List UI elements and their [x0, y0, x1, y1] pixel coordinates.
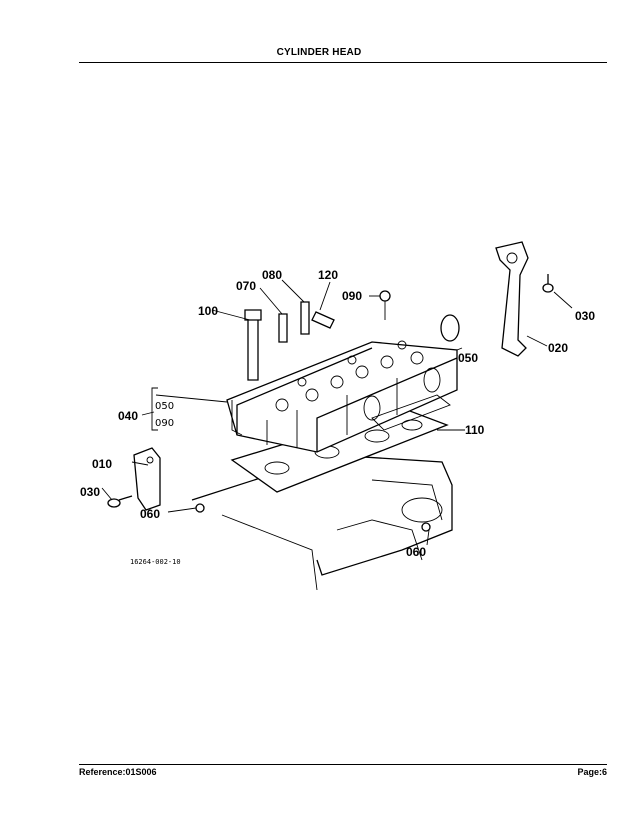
callout-030-left: 030 — [80, 485, 100, 499]
callout-060-right: 060 — [406, 545, 426, 559]
footer-rule — [79, 764, 607, 765]
callout-050: 050 — [458, 351, 478, 365]
bolt-right-drawing — [542, 274, 554, 293]
callout-060-left: 060 — [140, 507, 160, 521]
nut-right-drawing — [421, 522, 431, 532]
callout-040: 040 — [118, 409, 138, 423]
callout-070: 070 — [236, 279, 256, 293]
bracket-ref-090: 090 — [155, 418, 174, 429]
nut-left-drawing — [195, 503, 205, 513]
callout-030-right: 030 — [575, 309, 595, 323]
leader-lines — [101, 279, 573, 546]
lifting-bracket-drawing — [495, 241, 529, 357]
page-title: CYLINDER HEAD — [276, 47, 362, 58]
bracket-ref-050: 050 — [155, 401, 174, 412]
callout-110: 110 — [465, 423, 485, 437]
callout-120: 120 — [318, 268, 338, 282]
callout-080: 080 — [262, 268, 282, 282]
callout-010: 010 — [92, 457, 112, 471]
footer-reference: Reference:01S006 — [79, 767, 157, 777]
head-bolts-drawing — [244, 290, 391, 381]
footer-page-number: Page:6 — [577, 767, 607, 777]
drawing-number: 16264-002-10 — [130, 558, 181, 566]
cover-gasket-drawing — [371, 394, 451, 431]
cylinder-head-drawing — [226, 340, 458, 453]
front-bracket-drawing — [133, 447, 161, 511]
header-rule — [79, 62, 607, 63]
bolt-left-drawing — [107, 495, 133, 508]
exploded-parts-diagram: 080 120 070 090 100 030 020 050 040 110 … — [72, 230, 612, 590]
callout-100: 100 — [198, 304, 218, 318]
callout-090: 090 — [342, 289, 362, 303]
callout-020: 020 — [548, 341, 568, 355]
group-bracket — [151, 387, 158, 431]
engine-block-drawing — [191, 454, 453, 590]
plug-drawing — [440, 314, 460, 342]
